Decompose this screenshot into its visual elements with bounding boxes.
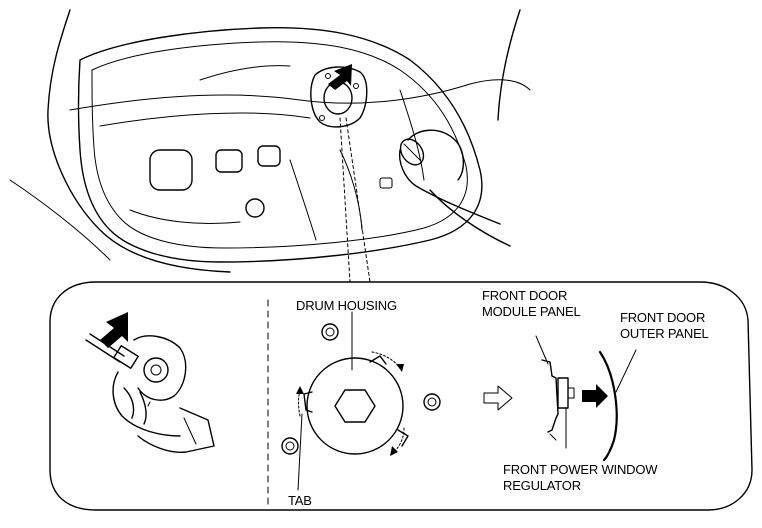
hand-tool-illustration	[85, 312, 215, 453]
door-overview	[9, 9, 531, 283]
outline-arrow-icon	[483, 385, 513, 411]
cross-section-illustration	[535, 335, 637, 462]
module-panel-label-line2: MODULE PANEL	[482, 304, 581, 319]
outer-panel-label-line2: OUTER PANEL	[620, 326, 709, 341]
outer-panel-curve	[598, 350, 618, 462]
regulator-label-line2: REGULATOR	[503, 478, 581, 493]
drum-housing-label: DRUM HOUSING	[296, 298, 397, 313]
push-arrow-icon	[328, 64, 352, 90]
module-panel-label-line1: FRONT DOOR	[482, 288, 567, 303]
tab-label: TAB	[288, 493, 312, 508]
regulator-label-line1: FRONT POWER WINDOW	[503, 462, 658, 477]
drum-housing-illustration	[281, 311, 441, 491]
outer-panel-label-line1: FRONT DOOR	[620, 310, 705, 325]
rotation-arrow-icon	[371, 351, 401, 369]
drum-housing	[306, 357, 404, 455]
push-arrow-icon	[100, 312, 128, 348]
black-arrow-icon	[582, 384, 608, 408]
detail-bubble	[49, 281, 753, 511]
